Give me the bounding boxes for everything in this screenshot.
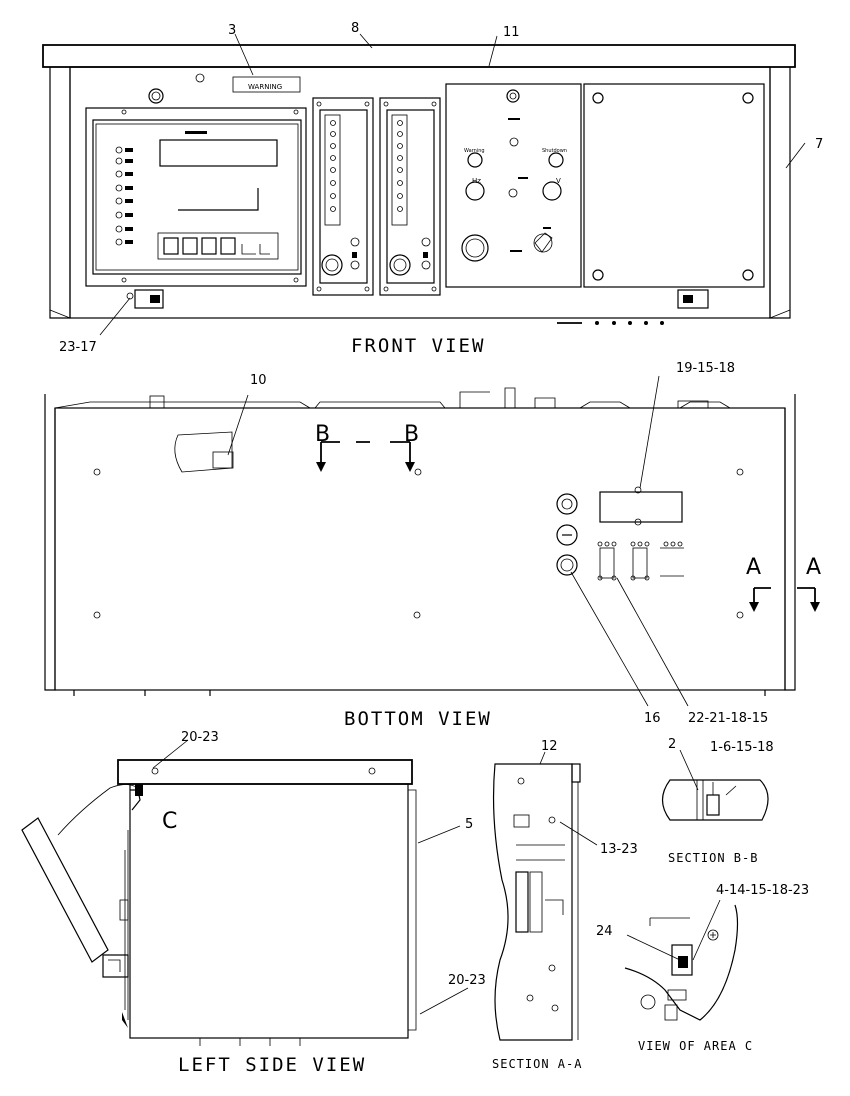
conduit-opening [174, 431, 233, 473]
section-bb-title: SECTION B-B [668, 851, 758, 865]
front-view-title: FRONT VIEW [351, 335, 485, 357]
module-3 [379, 97, 441, 296]
left-bracket [49, 67, 71, 319]
right-bracket [769, 67, 791, 319]
callout-7: 7 [815, 137, 823, 152]
callout-22-21-18-15: 22-21-18-15 [688, 711, 768, 726]
left-side-view [21, 739, 469, 1046]
callout-12: 12 [541, 739, 558, 754]
hinge-left [134, 289, 164, 309]
control-knob-icon [148, 88, 164, 104]
warning-plate-text: WARNING [248, 83, 282, 91]
warning-lamp-icon [467, 152, 483, 168]
terminal-block-1 [599, 547, 615, 579]
hinge-right [677, 289, 709, 309]
callout-10: 10 [250, 373, 267, 388]
callout-11: 11 [503, 25, 520, 40]
section-a-marker-right: A [806, 555, 821, 580]
volts-label: V [556, 177, 561, 185]
shutdown-lamp-label: Shutdown [542, 148, 567, 154]
warning-plate [232, 76, 301, 93]
volts-knob-icon [542, 181, 562, 201]
enclosure-front [69, 66, 771, 319]
left-side-view-title: LEFT SIDE VIEW [178, 1054, 366, 1076]
area-c-marker: C [162, 809, 177, 834]
area-c-view [624, 899, 739, 1021]
callout-3: 3 [228, 23, 236, 38]
enclosure-lid [42, 44, 796, 68]
section-aa-title: SECTION A-A [492, 1057, 582, 1071]
callout-20-23-top: 20-23 [181, 730, 219, 745]
bottom-view-title: BOTTOM VIEW [344, 708, 492, 730]
enclosure-side [129, 783, 409, 1039]
bottom-view [44, 375, 820, 707]
warning-lamp-label: Warning [464, 148, 485, 154]
connector-2-icon [556, 524, 578, 546]
callout-8: 8 [351, 21, 359, 36]
section-aa-view [492, 751, 598, 1041]
section-a-marker-left: A [746, 555, 761, 580]
callout-24: 24 [596, 924, 613, 939]
section-bb-view [661, 749, 769, 821]
callout-13-23: 13-23 [600, 842, 638, 857]
callout-2: 2 [668, 737, 676, 752]
callout-23-17: 23-17 [59, 340, 97, 355]
section-b-marker-right: B [404, 422, 419, 447]
section-b-marker-left: B [315, 422, 330, 447]
area-c-title: VIEW OF AREA C [638, 1039, 753, 1053]
blank-cover-plate [583, 83, 765, 288]
connector-1-icon [556, 493, 578, 515]
control-panel [445, 83, 582, 288]
lid-side [117, 759, 413, 785]
lcd-display [159, 139, 278, 167]
callout-19-15-18: 19-15-18 [676, 361, 735, 376]
terminal-block-2 [632, 547, 648, 579]
display-module [85, 107, 307, 287]
enclosure-bottom [54, 407, 786, 691]
module-2 [312, 97, 374, 296]
connector-3-icon [556, 554, 578, 576]
callout-4-14-15-18-23: 4-14-15-18-23 [716, 883, 809, 898]
hz-label: Hz [472, 177, 481, 185]
callout-20-23-bottom: 20-23 [448, 973, 486, 988]
shutdown-lamp-icon [548, 152, 564, 168]
engine-control-switch-icon [534, 232, 553, 253]
emergency-stop-icon [461, 234, 489, 262]
callout-5: 5 [465, 817, 473, 832]
cover-plate [599, 491, 683, 523]
callout-16: 16 [644, 711, 661, 726]
hz-knob-icon [465, 181, 485, 201]
indicator-column [115, 146, 123, 246]
front-view: WARNING [42, 33, 806, 336]
callout-1-6-15-18: 1-6-15-18 [710, 740, 774, 755]
open-door [21, 817, 109, 963]
